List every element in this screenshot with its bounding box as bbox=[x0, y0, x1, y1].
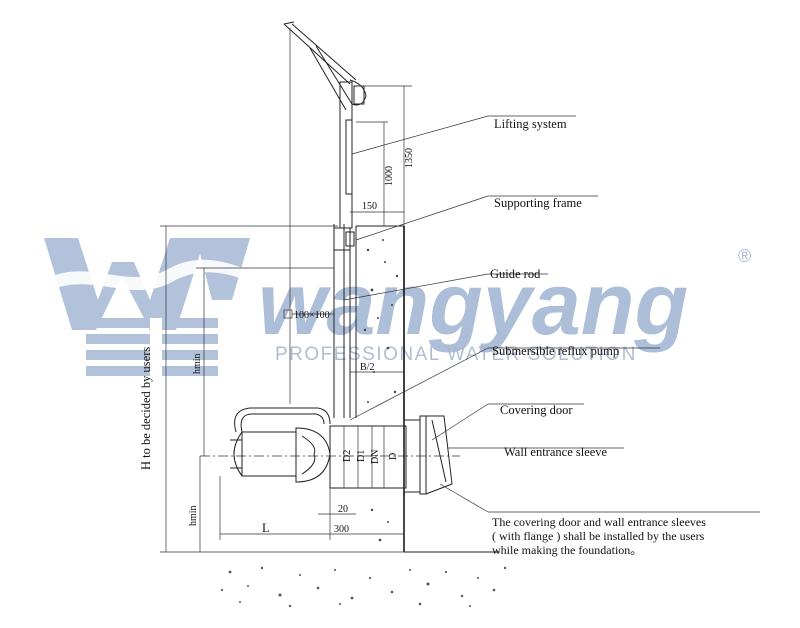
leader-lines bbox=[343, 115, 760, 513]
watermark-tagline: PROFESSIONAL WATER SOLUTION bbox=[275, 344, 637, 365]
dim-h-users: H to be decided by users bbox=[139, 347, 153, 470]
note-line-2: ( with flange ) shall be installed by th… bbox=[492, 529, 705, 543]
dim-150: 150 bbox=[362, 201, 377, 212]
registered-mark: ® bbox=[738, 246, 751, 266]
label-covering-door: Covering door bbox=[500, 403, 573, 417]
dim-L: L bbox=[262, 521, 270, 535]
label-supporting-frame: Supporting frame bbox=[494, 196, 582, 210]
dim-20: 20 bbox=[338, 504, 348, 515]
guide-rod bbox=[333, 224, 355, 418]
dim-hmin-upper: hmin bbox=[192, 353, 203, 374]
dim-1000: 1000 bbox=[384, 166, 395, 186]
label-wall-sleeve: Wall entrance sleeve bbox=[504, 445, 608, 459]
dimension-lines bbox=[160, 85, 412, 553]
dim-hmin-lower: hmin bbox=[188, 505, 199, 526]
dim-D1: D1 bbox=[356, 450, 367, 462]
dim-DN: DN bbox=[370, 450, 381, 464]
label-guide-rod: Guide rod bbox=[490, 267, 541, 281]
dim-D: D bbox=[388, 453, 399, 460]
dim-1350: 1350 bbox=[404, 148, 415, 168]
dim-D2: D2 bbox=[342, 450, 353, 462]
watermark-brand: wangyang bbox=[258, 254, 688, 353]
submersible-pump bbox=[200, 407, 460, 495]
label-pump: Submersible reflux pump bbox=[492, 344, 619, 358]
note-line-3: while making the foundation。 bbox=[492, 543, 642, 557]
dim-100x100: 100×100 bbox=[294, 310, 330, 321]
concrete-wall bbox=[355, 225, 500, 553]
wangyang-logo-icon bbox=[44, 238, 258, 380]
label-lifting-system: Lifting system bbox=[494, 117, 567, 131]
dim-300: 300 bbox=[334, 524, 349, 535]
ground bbox=[220, 566, 507, 608]
note-line-1: The covering door and wall entrance slee… bbox=[492, 515, 706, 529]
watermark: wangyang PROFESSIONAL WATER SOLUTION ® bbox=[44, 238, 751, 380]
lifting-system bbox=[283, 21, 367, 404]
dim-b2: B/2 bbox=[360, 362, 374, 373]
